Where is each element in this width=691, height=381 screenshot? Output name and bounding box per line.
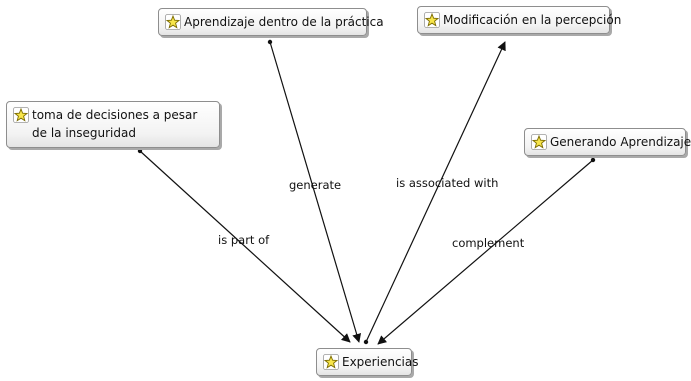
node-label: toma de decisiones a pesar de la insegur… bbox=[32, 108, 198, 140]
edge-line-complement bbox=[377, 159, 594, 345]
edge-label-is-associated-with: is associated with bbox=[396, 176, 499, 190]
edge-label-is-part-of: is part of bbox=[218, 233, 270, 247]
concept-star-icon bbox=[424, 12, 440, 28]
concept-star-icon bbox=[165, 14, 181, 30]
edge-line-is-part-of bbox=[139, 150, 351, 343]
edge-start-dot bbox=[363, 339, 369, 345]
node-toma-de-decisiones[interactable]: toma de decisiones a pesar de la insegur… bbox=[6, 101, 220, 148]
edge-start-dot bbox=[267, 39, 273, 45]
edge-start-dot bbox=[590, 157, 596, 163]
concept-star-icon bbox=[13, 107, 29, 123]
node-label: Generando Aprendizajes bbox=[550, 135, 691, 149]
edge-line-generate bbox=[269, 41, 362, 343]
edge-start-dot bbox=[137, 148, 143, 154]
edge-line-is-associated-with bbox=[365, 41, 506, 343]
concept-star-icon bbox=[531, 134, 547, 150]
node-label: Aprendizaje dentro de la práctica bbox=[184, 15, 384, 29]
concept-star-icon bbox=[323, 354, 339, 370]
node-experiencias[interactable]: Experiencias bbox=[316, 348, 418, 376]
edge-label-generate: generate bbox=[289, 178, 342, 192]
node-modificacion-en-la-percepcion[interactable]: Modificación en la percepción bbox=[417, 6, 621, 34]
node-label: Modificación en la percepción bbox=[443, 13, 622, 27]
node-generando-aprendizajes[interactable]: Generando Aprendizajes bbox=[524, 128, 691, 156]
node-label: Experiencias bbox=[342, 355, 419, 369]
edge-label-complement: complement bbox=[452, 236, 525, 250]
node-aprendizaje-dentro-de-la-practica[interactable]: Aprendizaje dentro de la práctica bbox=[158, 8, 384, 36]
